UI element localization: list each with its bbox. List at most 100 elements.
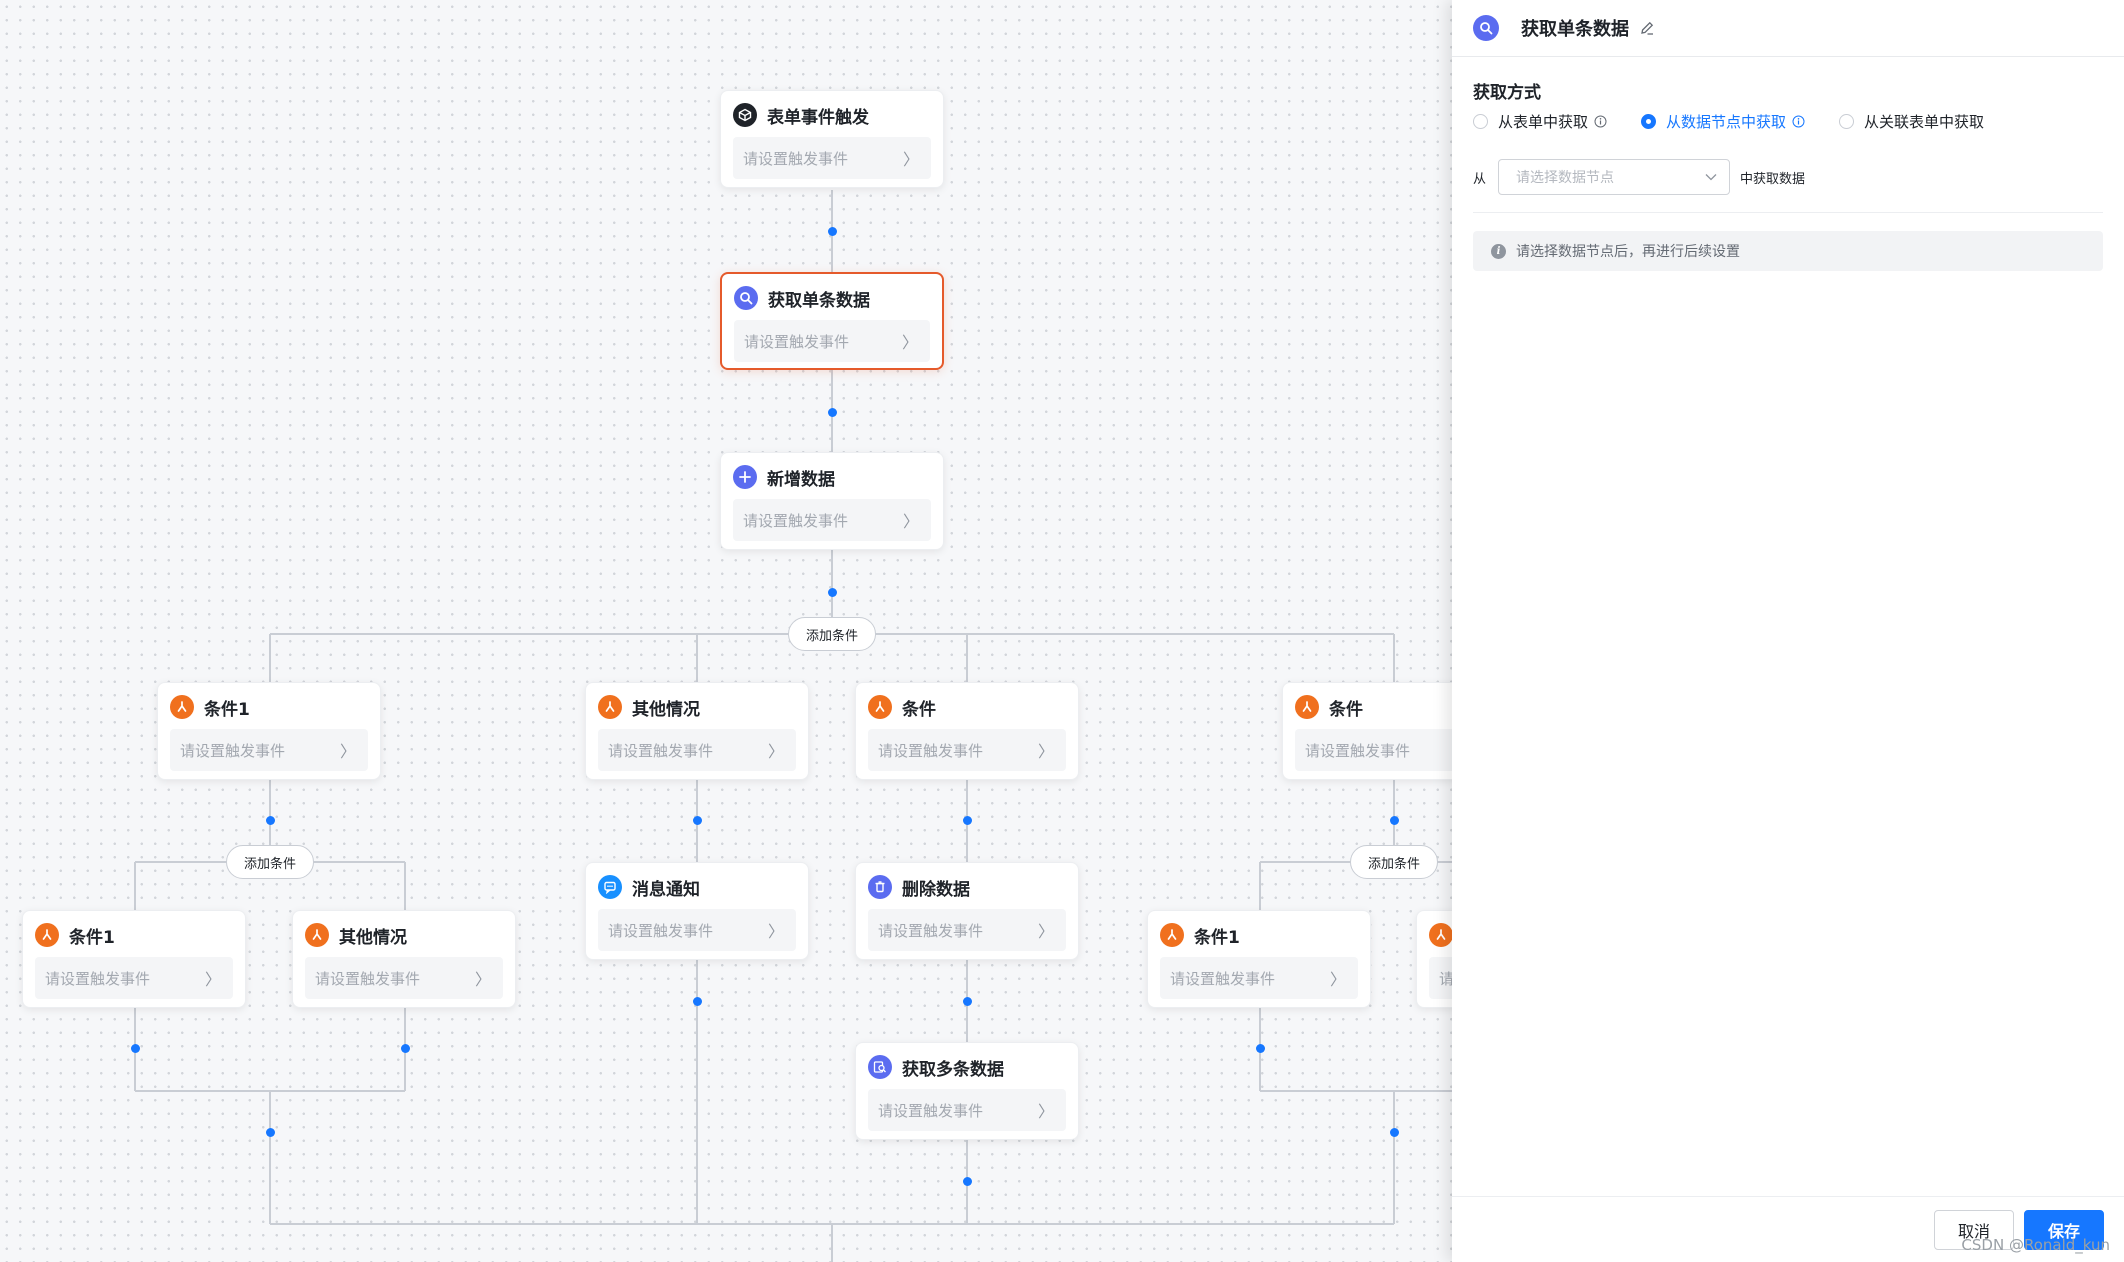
- field-placeholder: 请设置触发事件: [45, 969, 151, 988]
- trigger-event-field[interactable]: 请设置触发事件 〉: [734, 320, 930, 362]
- trigger-event-field[interactable]: 请设置触发事件〉: [598, 729, 796, 771]
- node-header: 条件1: [170, 695, 250, 720]
- connector-dot[interactable]: [266, 816, 275, 825]
- connector-dot[interactable]: [1390, 816, 1399, 825]
- node-header: 删除数据: [868, 875, 970, 900]
- node-title: 消息通知: [632, 879, 700, 900]
- chevron-right-icon: 〉: [1037, 1102, 1054, 1121]
- flow-node-condition[interactable]: 条件请设置触发事件〉: [855, 682, 1079, 780]
- trigger-event-field[interactable]: 请设置触发事件〉: [733, 137, 931, 179]
- radio-from-related-form[interactable]: 从关联表单中获取: [1839, 111, 1984, 132]
- field-placeholder: 请设置触发事件: [878, 741, 984, 760]
- fetch-method-radio-group: 从表单中获取 从数据节点中获取 从关联表单中获取: [1473, 108, 2018, 134]
- info-icon[interactable]: [1792, 115, 1805, 128]
- connector-dot[interactable]: [828, 227, 837, 236]
- connector-dot[interactable]: [828, 408, 837, 417]
- trigger-event-field[interactable]: 请设置触发事件〉: [1295, 729, 1452, 771]
- field-placeholder: 请: [1439, 969, 1452, 988]
- node-title: 条件: [902, 699, 936, 720]
- flow-node-form-trigger[interactable]: 表单事件触发请设置触发事件〉: [720, 90, 944, 188]
- field-placeholder: 请设置触发事件: [878, 921, 984, 940]
- node-title: 获取多条数据: [902, 1059, 1004, 1080]
- flow-node-other-case[interactable]: 其他情况请设置触发事件〉: [585, 682, 809, 780]
- edit-title-icon[interactable]: [1639, 20, 1655, 36]
- node-header: [1429, 923, 1452, 947]
- form-trigger-icon: [733, 103, 757, 127]
- node-title: 条件1: [204, 699, 250, 720]
- field-placeholder: 请设置触发事件: [743, 511, 849, 530]
- flow-node-get-multi-data[interactable]: 获取多条数据请设置触发事件 〉: [855, 1042, 1079, 1140]
- radio-circle[interactable]: [1839, 113, 1855, 129]
- add-condition-button[interactable]: 添加条件: [1350, 845, 1438, 879]
- connector-dot[interactable]: [963, 997, 972, 1006]
- radio-from-form[interactable]: 从表单中获取: [1473, 111, 1607, 132]
- add-condition-button[interactable]: 添加条件: [226, 845, 314, 879]
- panel-header: 获取单条数据: [1452, 0, 2124, 57]
- info-icon[interactable]: [1594, 115, 1607, 128]
- flow-node-delete-data[interactable]: 删除数据请设置触发事件〉: [855, 862, 1079, 960]
- connector-dot[interactable]: [828, 588, 837, 597]
- data-node-select[interactable]: 请选择数据节点: [1498, 159, 1731, 195]
- node-header: 其他情况: [305, 923, 407, 948]
- footer-divider: [1452, 1196, 2124, 1197]
- panel-title: 获取单条数据: [1521, 19, 1629, 40]
- chevron-down-icon: [1705, 170, 1717, 185]
- trigger-event-field[interactable]: 请设置触发事件〉: [305, 957, 503, 999]
- connector-dot[interactable]: [693, 816, 702, 825]
- flow-canvas[interactable]: 添加条件 添加条件 添加条件 表单事件触发请设置触发事件〉 获取单条数据请设置触…: [0, 0, 1452, 1262]
- trigger-event-field[interactable]: 请〉: [1429, 957, 1452, 999]
- node-title: 获取单条数据: [768, 290, 870, 311]
- flow-node-condition-1[interactable]: 条件1 请设置触发事件〉: [157, 682, 381, 780]
- flow-node-get-single-data[interactable]: 获取单条数据请设置触发事件 〉: [720, 272, 944, 370]
- trigger-event-field[interactable]: 请设置触发事件〉: [170, 729, 368, 771]
- trigger-event-field[interactable]: 请设置触发事件〉: [868, 729, 1066, 771]
- connector-dot[interactable]: [963, 816, 972, 825]
- add-condition-button[interactable]: 添加条件: [788, 617, 876, 651]
- chevron-right-icon: 〉: [339, 742, 356, 761]
- connector-dot[interactable]: [131, 1044, 140, 1053]
- search-icon: [734, 286, 758, 310]
- trigger-event-field[interactable]: 请设置触发事件〉: [598, 909, 796, 951]
- node-title: 新增数据: [767, 469, 835, 490]
- flow-node-condition-1[interactable]: 条件1 请设置触发事件〉: [1147, 910, 1371, 1008]
- connector-dot[interactable]: [266, 1128, 275, 1137]
- connector-dot[interactable]: [1256, 1044, 1265, 1053]
- connector-dot[interactable]: [1390, 1128, 1399, 1137]
- chevron-right-icon: 〉: [902, 512, 919, 531]
- node-title: 删除数据: [902, 879, 970, 900]
- select-placeholder: 请选择数据节点: [1516, 170, 1615, 186]
- trigger-event-field[interactable]: 请设置触发事件〉: [1160, 957, 1358, 999]
- trigger-event-field[interactable]: 请设置触发事件 〉: [733, 499, 931, 541]
- flow-node-other-case[interactable]: 其他情况请设置触发事件〉: [292, 910, 516, 1008]
- node-header: 条件1: [1160, 923, 1240, 948]
- connector-dot[interactable]: [693, 997, 702, 1006]
- radio-circle[interactable]: [1641, 113, 1657, 129]
- connector-dot[interactable]: [401, 1044, 410, 1053]
- node-header: 获取多条数据: [868, 1055, 1004, 1080]
- radio-from-data-node[interactable]: 从数据节点中获取: [1641, 111, 1805, 132]
- node-header: 条件: [1295, 695, 1363, 720]
- branch-icon: [1295, 695, 1319, 719]
- trigger-event-field[interactable]: 请设置触发事件〉: [868, 909, 1066, 951]
- node-title: 条件: [1329, 699, 1363, 720]
- flow-node-condition-partial[interactable]: 请〉: [1416, 910, 1452, 1008]
- node-header: 其他情况: [598, 695, 700, 720]
- trigger-event-field[interactable]: 请设置触发事件 〉: [868, 1089, 1066, 1131]
- cancel-button[interactable]: 取消: [1934, 1210, 2014, 1250]
- connector-dot[interactable]: [963, 1177, 972, 1186]
- trigger-event-field[interactable]: 请设置触发事件〉: [35, 957, 233, 999]
- flow-node-message-notify[interactable]: 消息通知请设置触发事件〉: [585, 862, 809, 960]
- branch-icon: [1160, 923, 1184, 947]
- flow-node-add-data[interactable]: 新增数据请设置触发事件 〉: [720, 452, 944, 550]
- from-suffix-label: 中获取数据: [1740, 171, 1806, 187]
- radio-circle[interactable]: [1473, 113, 1488, 129]
- multi-search-icon: [868, 1055, 892, 1079]
- save-button[interactable]: 保存: [2024, 1210, 2104, 1250]
- node-header: 消息通知: [598, 875, 700, 900]
- chevron-right-icon: 〉: [901, 333, 918, 352]
- field-placeholder: 请设置触发事件: [744, 332, 850, 351]
- node-title: 其他情况: [339, 927, 407, 948]
- field-placeholder: 请设置触发事件: [878, 1101, 984, 1120]
